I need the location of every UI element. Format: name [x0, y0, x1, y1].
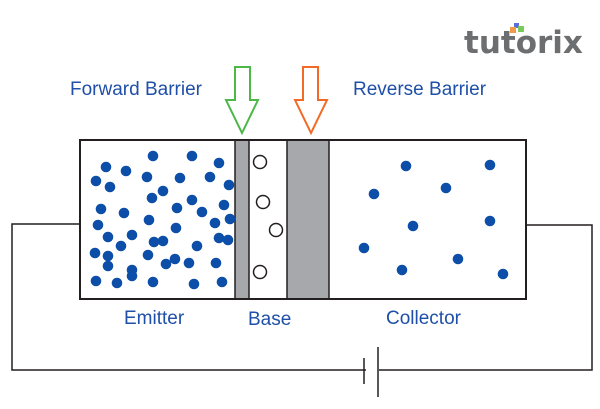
electron — [368, 188, 380, 200]
hole — [268, 222, 284, 238]
electron — [147, 150, 159, 162]
electron — [102, 231, 114, 243]
electron — [216, 276, 228, 288]
electron — [396, 264, 408, 276]
electron — [143, 214, 155, 226]
electron — [89, 247, 101, 259]
electron — [484, 159, 496, 171]
logo-dot-orange — [510, 27, 516, 33]
collector-label: Collector — [386, 308, 462, 329]
hole — [255, 194, 271, 210]
electron — [186, 194, 198, 206]
electron — [170, 222, 182, 234]
transistor-body — [79, 139, 527, 300]
collector-electrons — [358, 159, 509, 280]
electron — [102, 260, 114, 272]
electron — [120, 165, 132, 177]
electron — [209, 217, 221, 229]
electron — [188, 278, 200, 290]
electron — [191, 240, 203, 252]
hole — [252, 154, 268, 170]
electron — [218, 199, 230, 211]
right-wire — [379, 224, 593, 371]
electron — [204, 171, 216, 183]
electron — [118, 207, 130, 219]
electron — [157, 235, 169, 247]
reverse-barrier-region — [286, 139, 330, 300]
forward-barrier-arrow-icon — [224, 66, 260, 136]
electron — [115, 240, 127, 252]
electron — [452, 253, 464, 265]
logo-dot-blue — [514, 23, 519, 28]
electron — [100, 161, 112, 173]
base-holes — [252, 154, 284, 280]
electron — [183, 257, 195, 269]
electron — [222, 234, 234, 246]
electron — [126, 229, 138, 241]
electron — [141, 171, 153, 183]
battery-icon — [363, 347, 379, 397]
electron — [148, 236, 160, 248]
electron — [157, 185, 169, 197]
electron — [186, 150, 198, 162]
electron — [358, 242, 370, 254]
electron — [171, 202, 183, 214]
electron — [210, 257, 222, 269]
electron — [440, 182, 452, 194]
forward-barrier-label: Forward Barrier — [70, 79, 203, 100]
emitter-label: Emitter — [124, 308, 185, 329]
electron — [174, 172, 186, 184]
hole — [252, 264, 268, 280]
electron — [213, 157, 225, 169]
reverse-barrier-label: Reverse Barrier — [353, 79, 487, 100]
electron — [196, 206, 208, 218]
electron — [126, 270, 138, 282]
left-wire — [11, 223, 366, 371]
electron — [497, 268, 509, 280]
electron — [160, 258, 172, 270]
electron — [95, 203, 107, 215]
electron — [169, 253, 181, 265]
electron — [213, 232, 225, 244]
electron — [484, 215, 496, 227]
electron — [223, 179, 235, 191]
electron — [92, 219, 104, 231]
electron — [90, 275, 102, 287]
electron — [102, 250, 114, 262]
electron — [142, 249, 154, 261]
electron — [400, 160, 412, 172]
electron — [90, 175, 102, 187]
base-label: Base — [248, 309, 291, 330]
tutorix-logo: tutorix — [464, 23, 583, 61]
reverse-barrier-arrow-icon — [293, 66, 329, 136]
electron — [104, 181, 116, 193]
electron — [224, 213, 236, 225]
electron — [111, 277, 123, 289]
logo-text: tutorix — [464, 25, 583, 61]
forward-barrier-region — [234, 139, 250, 300]
logo-dot-green — [518, 26, 524, 32]
emitter-electrons — [89, 150, 236, 290]
electron — [146, 192, 158, 204]
electron — [407, 220, 419, 232]
electron — [147, 276, 159, 288]
